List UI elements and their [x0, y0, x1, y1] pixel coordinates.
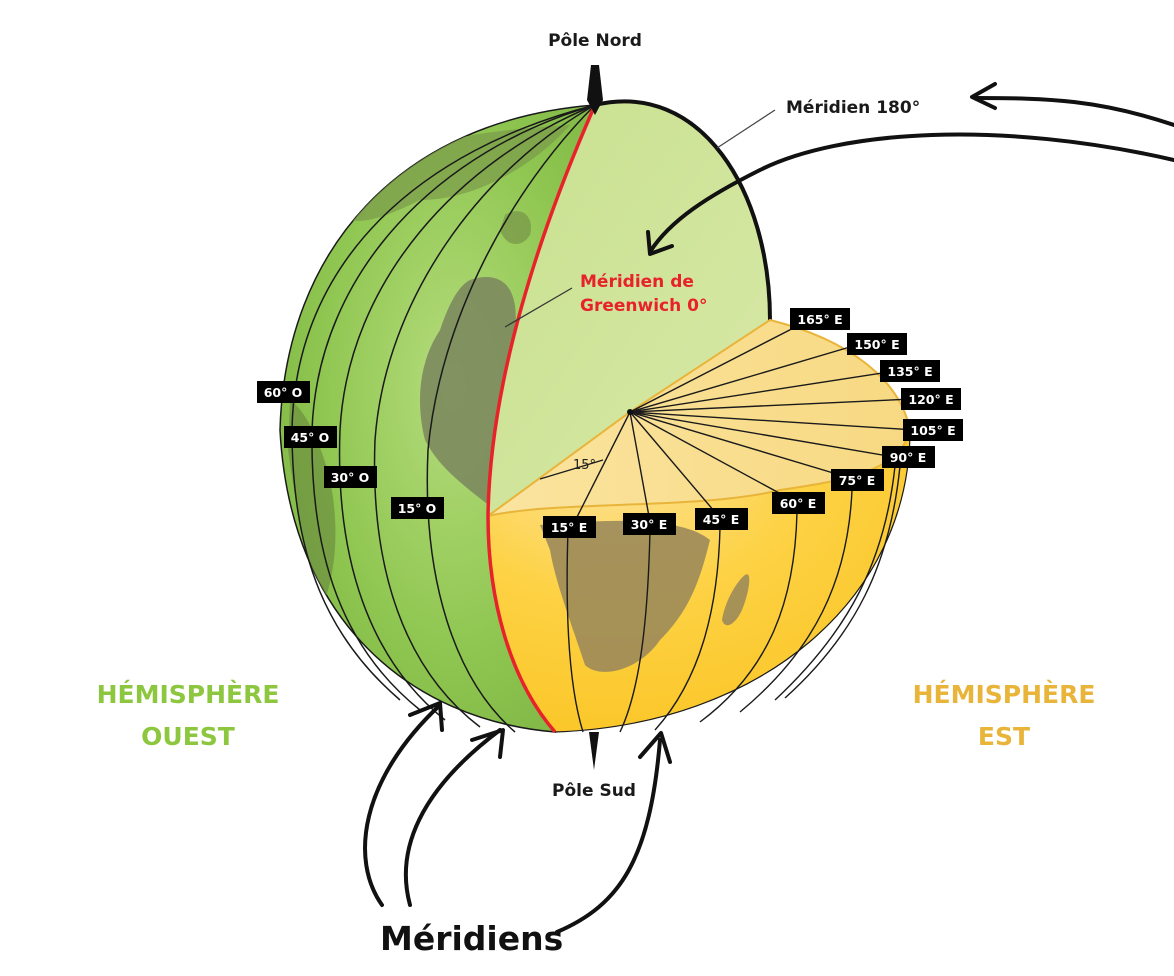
- tag-90e: 90° E: [882, 446, 935, 468]
- arrow-meridian-3: [555, 738, 662, 934]
- meridian-180-edge: [594, 99, 772, 321]
- tag-30w: 30° O: [324, 466, 377, 488]
- radial-line-60e: [629, 411, 793, 501]
- west-hemisphere-label-line2: OUEST: [141, 722, 235, 751]
- meridian-arc-90e: [774, 465, 896, 701]
- section-radial-lines: [572, 317, 916, 526]
- radial-line-15e: [572, 411, 631, 526]
- arrow-head-meridian-1: [408, 701, 444, 732]
- arrow-to-180-meridian: [973, 96, 1174, 127]
- east-hemisphere-label-line1: HÉMISPHÈRE: [913, 680, 1096, 709]
- north-pole-label: Pôle Nord: [548, 31, 642, 51]
- hand-drawn-arrows: [363, 82, 1174, 934]
- east-meridian-lines: [566, 465, 901, 733]
- tag-45e: 45° E: [695, 508, 748, 530]
- meridian-line-45w: [338, 104, 596, 721]
- radial-line-105e: [629, 411, 916, 431]
- continent-southern-africa: [540, 520, 710, 672]
- continent-europe: [330, 125, 570, 221]
- meridian-line-60w: [311, 104, 596, 711]
- meridian-arc-60e: [699, 511, 798, 723]
- north-pole-marker: [587, 65, 603, 115]
- svg-text:90° E: 90° E: [890, 450, 927, 465]
- continent-britain: [500, 211, 531, 245]
- meridian-180-label: Méridien 180°: [786, 98, 920, 118]
- greenwich-meridian-line: [486, 104, 597, 734]
- meridian-line-15w: [426, 104, 596, 733]
- meridians-label: Méridiens: [380, 919, 563, 958]
- svg-text:15° O: 15° O: [398, 501, 437, 516]
- radial-line-165e: [629, 317, 814, 413]
- angle-label: 15°: [573, 458, 596, 473]
- svg-text:30° E: 30° E: [631, 517, 668, 532]
- svg-text:15° E: 15° E: [551, 520, 588, 535]
- south-pole-label: Pôle Sud: [552, 781, 636, 801]
- earth-center: [627, 409, 633, 415]
- radial-line-45e: [629, 411, 721, 519]
- greenwich-label-line2: Greenwich 0°: [580, 296, 707, 316]
- tag-60w: 60° O: [257, 381, 310, 403]
- continent-madagascar: [722, 574, 750, 626]
- svg-text:105° E: 105° E: [910, 423, 955, 438]
- svg-text:75° E: 75° E: [839, 473, 876, 488]
- svg-text:60° O: 60° O: [264, 385, 303, 400]
- meridian-line-30w: [373, 104, 596, 728]
- arrow-head-meridian-3: [638, 731, 672, 764]
- radial-line-120e: [629, 398, 913, 413]
- svg-text:165° E: 165° E: [797, 312, 842, 327]
- svg-text:135° E: 135° E: [887, 364, 932, 379]
- svg-text:60° E: 60° E: [780, 496, 817, 511]
- east-continents: [540, 520, 750, 672]
- svg-text:30° O: 30° O: [331, 470, 370, 485]
- arrow-head-section: [646, 230, 674, 256]
- arrow-meridian-1: [363, 703, 442, 907]
- arrow-head-meridian-2: [470, 728, 505, 759]
- tag-105e: 105° E: [903, 419, 963, 441]
- meridian-180-leader: [716, 109, 776, 149]
- west-meridian-tags: 60° O 45° O 30° O 15° O: [257, 381, 444, 519]
- radial-line-150e: [629, 343, 861, 413]
- radial-line-90e: [629, 411, 901, 459]
- south-pole-marker: [589, 732, 599, 770]
- tag-15e: 15° E: [543, 516, 596, 538]
- arrow-meridian-2: [403, 728, 502, 907]
- arrow-head-180: [970, 82, 997, 110]
- tag-15w: 15° O: [391, 497, 444, 519]
- east-meridian-tags: 15° E 30° E 45° E 60° E 75° E 90° E 105°…: [543, 308, 963, 538]
- tag-75e: 75° E: [831, 469, 884, 491]
- tag-165e: 165° E: [790, 308, 850, 330]
- meridian-arc-105e: [784, 465, 901, 699]
- tag-30e: 30° E: [623, 513, 676, 535]
- radial-line-30e: [629, 411, 651, 523]
- greenwich-leader: [504, 287, 573, 328]
- arrow-to-section: [648, 132, 1174, 254]
- radial-line-75e: [629, 411, 851, 479]
- radial-line-135e: [629, 370, 896, 413]
- svg-text:150° E: 150° E: [854, 337, 899, 352]
- svg-text:45° O: 45° O: [291, 430, 330, 445]
- meridian-arc-30e: [619, 529, 651, 733]
- meridian-arc-45e: [654, 527, 721, 731]
- tag-120e: 120° E: [901, 388, 961, 410]
- tag-135e: 135° E: [880, 360, 940, 382]
- west-hemisphere-label-line1: HÉMISPHÈRE: [97, 680, 280, 709]
- svg-text:120° E: 120° E: [908, 392, 953, 407]
- tag-60e: 60° E: [772, 492, 825, 514]
- meridian-arc-75e: [739, 489, 853, 713]
- greenwich-label-line1: Méridien de: [580, 272, 694, 292]
- east-hemisphere-label-line2: EST: [978, 722, 1030, 751]
- svg-text:45° E: 45° E: [703, 512, 740, 527]
- tag-150e: 150° E: [847, 333, 907, 355]
- angle-arc: [539, 459, 604, 480]
- meridian-arc-15e: [566, 529, 584, 733]
- tag-45w: 45° O: [284, 426, 337, 448]
